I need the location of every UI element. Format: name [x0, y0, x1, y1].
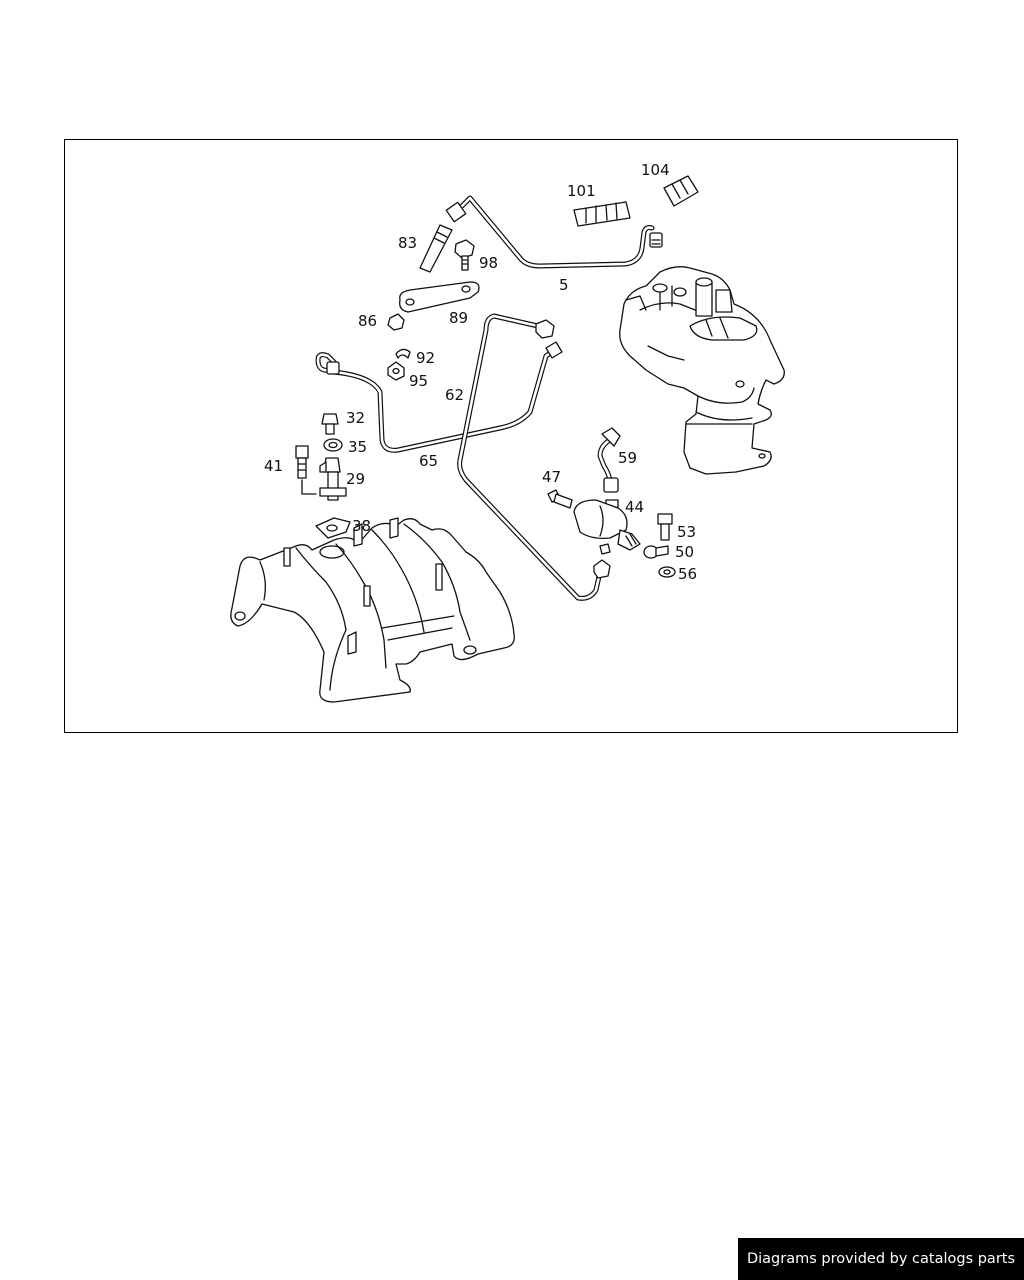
clip-104	[663, 175, 699, 207]
callout-47: 47	[542, 468, 561, 486]
clamp-50	[643, 545, 669, 559]
valve-29	[319, 457, 347, 501]
callout-32: 32	[346, 409, 365, 427]
fuel-line-59	[597, 427, 621, 493]
callout-35: 35	[348, 438, 367, 456]
callout-98: 98	[479, 254, 498, 272]
throttle-body-housing	[619, 266, 785, 475]
fuel-line-62	[457, 313, 611, 601]
callout-62: 62	[445, 386, 464, 404]
intake-manifold	[230, 517, 515, 703]
callout-95: 95	[409, 372, 428, 390]
bolt-98	[454, 239, 475, 271]
pressure-regulator-44	[573, 499, 641, 555]
nut-86	[387, 313, 405, 331]
clip-101	[573, 201, 631, 227]
callout-86: 86	[358, 312, 377, 330]
bracket-89	[399, 281, 480, 313]
callout-89: 89	[449, 309, 468, 327]
callout-59: 59	[618, 449, 637, 467]
gasket-38	[315, 517, 351, 539]
callout-29: 29	[346, 470, 365, 488]
callout-65: 65	[419, 452, 438, 470]
nut-95	[387, 361, 405, 381]
callout-44: 44	[625, 498, 644, 516]
callout-92: 92	[416, 349, 435, 367]
callout-101: 101	[567, 182, 596, 200]
callout-41: 41	[264, 457, 283, 475]
callout-53: 53	[677, 523, 696, 541]
fuel-line-5	[445, 195, 663, 269]
callout-50: 50	[675, 543, 694, 561]
injector-83	[419, 224, 453, 273]
callout-5: 5	[559, 276, 569, 294]
callout-38: 38	[352, 517, 371, 535]
attribution-badge: Diagrams provided by catalogs parts	[738, 1238, 1024, 1280]
washer-56	[658, 566, 676, 578]
nut-92	[395, 348, 411, 359]
callout-83: 83	[398, 234, 417, 252]
parts-diagram-frame: 104 101 83 98 5 89 86 92 95 62 32 35 65 …	[64, 139, 958, 733]
bolt-53	[657, 513, 673, 541]
bolt-47	[547, 489, 573, 509]
fuel-system-exploded-diagram: 104 101 83 98 5 89 86 92 95 62 32 35 65 …	[230, 161, 785, 703]
washer-35	[323, 438, 343, 452]
fitting-32	[321, 413, 339, 435]
sensor-41	[295, 445, 317, 495]
fuel-line-65	[315, 341, 563, 453]
callout-56: 56	[678, 565, 697, 583]
callout-104: 104	[641, 161, 670, 179]
